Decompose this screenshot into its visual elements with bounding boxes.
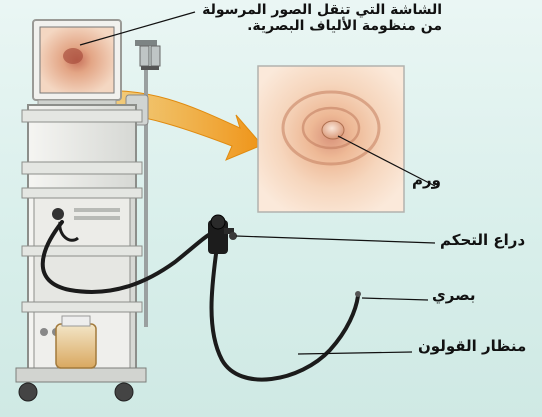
- control-leader-line: [236, 236, 435, 243]
- optic-leader-line: [362, 298, 428, 300]
- monitor-icon: [33, 20, 121, 108]
- monitor-label-line1: الشاشة التي تنقل الصور المرسولة: [202, 2, 442, 18]
- tumor-label: ورم: [412, 172, 441, 189]
- colonoscope-tube-icon: [212, 254, 359, 380]
- colon-interior-view-icon: [258, 66, 404, 212]
- monitor-label-line2: من منظومة الألياف البصرية.: [202, 18, 442, 34]
- control-arm-label: دراع التحكم: [440, 232, 525, 249]
- control-handle-icon: [208, 215, 237, 254]
- colonoscope-leader-line: [298, 352, 412, 354]
- saline-bottle-icon: [56, 316, 96, 368]
- monitor-label: الشاشة التي تنقل الصور المرسولة من منظوم…: [202, 2, 442, 34]
- optic-label: بصري: [432, 287, 476, 304]
- colonoscope-label: منظار القولون: [418, 338, 526, 355]
